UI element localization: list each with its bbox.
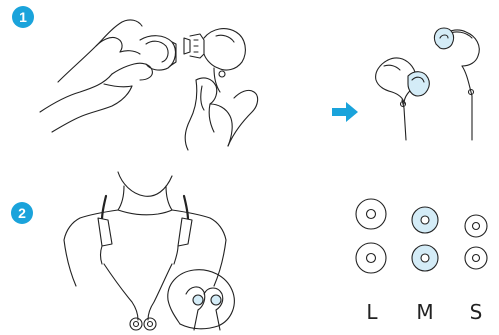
hands-swapping-ear-tip-illustration <box>39 19 259 151</box>
right-arrow-icon <box>332 102 358 122</box>
size-label-m: M <box>416 300 434 324</box>
step-2-badge: 2 <box>11 202 33 224</box>
ear-tip-s-top <box>464 214 488 238</box>
ear-tip-s-bottom <box>464 246 488 270</box>
size-label-l: L <box>366 300 378 324</box>
ear-tip-l-top <box>355 198 387 230</box>
ear-tip-size-grid <box>355 198 488 274</box>
ear-tip-l-bottom <box>355 242 387 274</box>
wearing-neckband-illustration <box>63 171 235 331</box>
step-1-badge: 1 <box>12 6 34 28</box>
size-label-s: S <box>469 300 483 324</box>
assembled-earbuds-illustration <box>375 27 480 141</box>
